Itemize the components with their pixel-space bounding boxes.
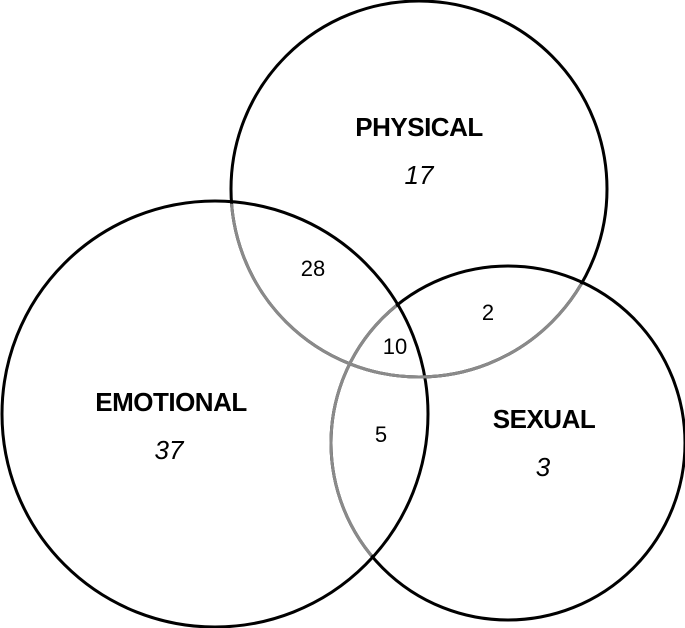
physical-emotional-count: 28 <box>301 256 325 281</box>
sexual-label: SEXUAL <box>493 404 596 434</box>
emotional-label: EMOTIONAL <box>95 387 247 417</box>
physical-sexual-count: 2 <box>482 300 494 325</box>
emotional-count: 37 <box>155 435 185 465</box>
physical-label: PHYSICAL <box>355 112 483 142</box>
sexual-arc-in-emotional <box>329 264 426 622</box>
emotional-sexual-count: 5 <box>375 422 387 447</box>
all-three-count: 10 <box>383 334 407 359</box>
physical-count: 17 <box>405 160 435 190</box>
physical-arc-in-sexual <box>333 268 609 379</box>
emotional-circle <box>0 199 430 628</box>
sexual-count: 3 <box>536 452 551 482</box>
